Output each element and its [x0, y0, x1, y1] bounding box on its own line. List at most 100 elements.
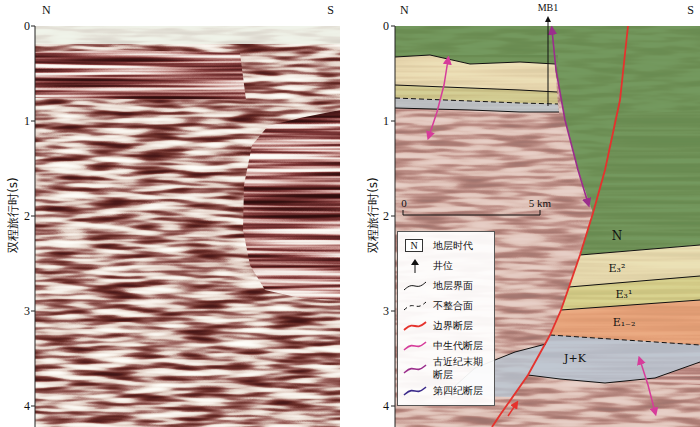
direction-label: N	[42, 4, 51, 16]
legend-text: 第四纪断层	[433, 385, 483, 398]
interpreted-panel-right	[395, 26, 700, 427]
direction-label: N	[400, 4, 409, 16]
legend-sample-svg	[402, 384, 428, 398]
legend-line-sample	[404, 387, 426, 395]
axis-tick-label: 3	[24, 305, 30, 317]
stratal-boundary	[580, 245, 700, 255]
legend-row: 边界断层	[402, 316, 489, 336]
water-column	[35, 26, 340, 44]
unit-label: N	[612, 230, 623, 242]
axis-tick-label: 3	[383, 305, 389, 317]
axis-tick	[31, 216, 35, 217]
legend-row: 井位	[402, 256, 489, 276]
legend-line-sample	[404, 342, 426, 350]
stratal-boundary	[528, 362, 700, 383]
stratal-boundary	[561, 300, 700, 310]
axis-tick	[391, 406, 395, 407]
axis-tick	[391, 216, 395, 217]
legend-row: 第四纪断层	[402, 381, 489, 401]
well-name: MB1	[538, 3, 559, 13]
unit-package-lower	[395, 98, 559, 112]
legend-line-sample	[404, 365, 426, 373]
legend-text: 不整合面	[433, 300, 473, 313]
paleogene-fault	[552, 30, 588, 203]
legend-sample	[402, 384, 428, 398]
mesozoic-fault	[640, 360, 655, 412]
legend-text: 中生代断层	[433, 340, 483, 353]
axis-tick-label: 0	[383, 20, 389, 32]
axis-title: 双程旅行时(s)	[7, 177, 19, 253]
axis-tick	[391, 26, 395, 27]
legend-text: 井位	[433, 260, 453, 273]
legend-sample-svg	[402, 362, 428, 376]
direction-label: S	[687, 4, 694, 16]
axis-tick	[31, 121, 35, 122]
legend-text: 古近纪末期断层	[433, 356, 489, 381]
legend-sample-svg	[402, 279, 428, 293]
legend-box: N 地层时代井位地层界面不整合面边界断层中生代断层古近纪末期断层第四纪断层	[397, 231, 495, 406]
mesozoic-fault	[429, 60, 448, 136]
stratal-boundary	[395, 85, 557, 92]
fault-motion-arrow	[508, 404, 516, 416]
well-symbol	[548, 19, 549, 26]
axis-tick-label: 2	[24, 210, 30, 222]
direction-label: S	[327, 4, 334, 16]
axis-tick	[31, 26, 35, 27]
legend-row: 地层界面	[402, 276, 489, 296]
axis-title: 双程旅行时(s)	[367, 177, 379, 253]
stratal-boundary	[395, 108, 559, 112]
unconformity	[550, 335, 700, 345]
legend-sample	[402, 319, 428, 333]
legend-line-sample	[404, 302, 426, 310]
scale-label: 0	[401, 198, 407, 209]
legend-age-symbol: N	[410, 241, 417, 251]
legend-sample	[402, 259, 428, 273]
axis-tick-label: 1	[383, 115, 389, 127]
axis-right	[391, 26, 395, 427]
well-track	[548, 26, 549, 106]
axis-line	[35, 26, 36, 427]
unit-package-upper	[395, 55, 557, 92]
legend-text: 地层界面	[433, 280, 473, 293]
legend-sample-svg	[402, 319, 428, 333]
seismic-panel-left	[35, 26, 340, 427]
legend-line-sample	[404, 282, 426, 290]
unit-label: E₃¹	[616, 289, 633, 300]
legend-row: 不整合面	[402, 296, 489, 316]
seismic-reflectors	[35, 26, 340, 427]
legend-age-box: N	[405, 239, 423, 252]
axis-left	[31, 26, 35, 427]
legend-sample	[402, 299, 428, 313]
legend-row: 中生代断层	[402, 336, 489, 356]
seismic-noise	[35, 26, 340, 427]
axis-tick-label: 1	[24, 115, 30, 127]
unit-jk	[528, 335, 700, 383]
unit-label: J+K	[564, 353, 586, 364]
well-arrowhead	[411, 259, 419, 265]
unconformity	[395, 98, 558, 104]
axis-tick	[31, 406, 35, 407]
legend-sample: N	[402, 239, 428, 253]
legend-sample-svg	[402, 299, 428, 313]
legend-row: 古近纪末期断层	[402, 356, 489, 381]
legend-text: 地层时代	[433, 240, 473, 253]
axis-tick	[31, 311, 35, 312]
axis-tick	[391, 311, 395, 312]
axis-tick	[391, 121, 395, 122]
legend-sample	[402, 362, 428, 376]
legend-sample-svg	[402, 259, 428, 273]
legend-row: N 地层时代	[402, 236, 489, 256]
axis-tick-label: 4	[24, 400, 30, 412]
axis-line	[395, 26, 396, 427]
legend-sample	[402, 279, 428, 293]
legend-sample-svg	[402, 339, 428, 353]
unit-label: E₁₋₂	[613, 317, 636, 328]
legend-line-sample	[404, 322, 426, 330]
boundary-fault	[492, 26, 628, 427]
legend-sample	[402, 339, 428, 353]
seismic-reflector-texture	[35, 26, 340, 427]
legend-text: 边界断层	[433, 320, 473, 333]
axis-tick-label: 0	[24, 20, 30, 32]
